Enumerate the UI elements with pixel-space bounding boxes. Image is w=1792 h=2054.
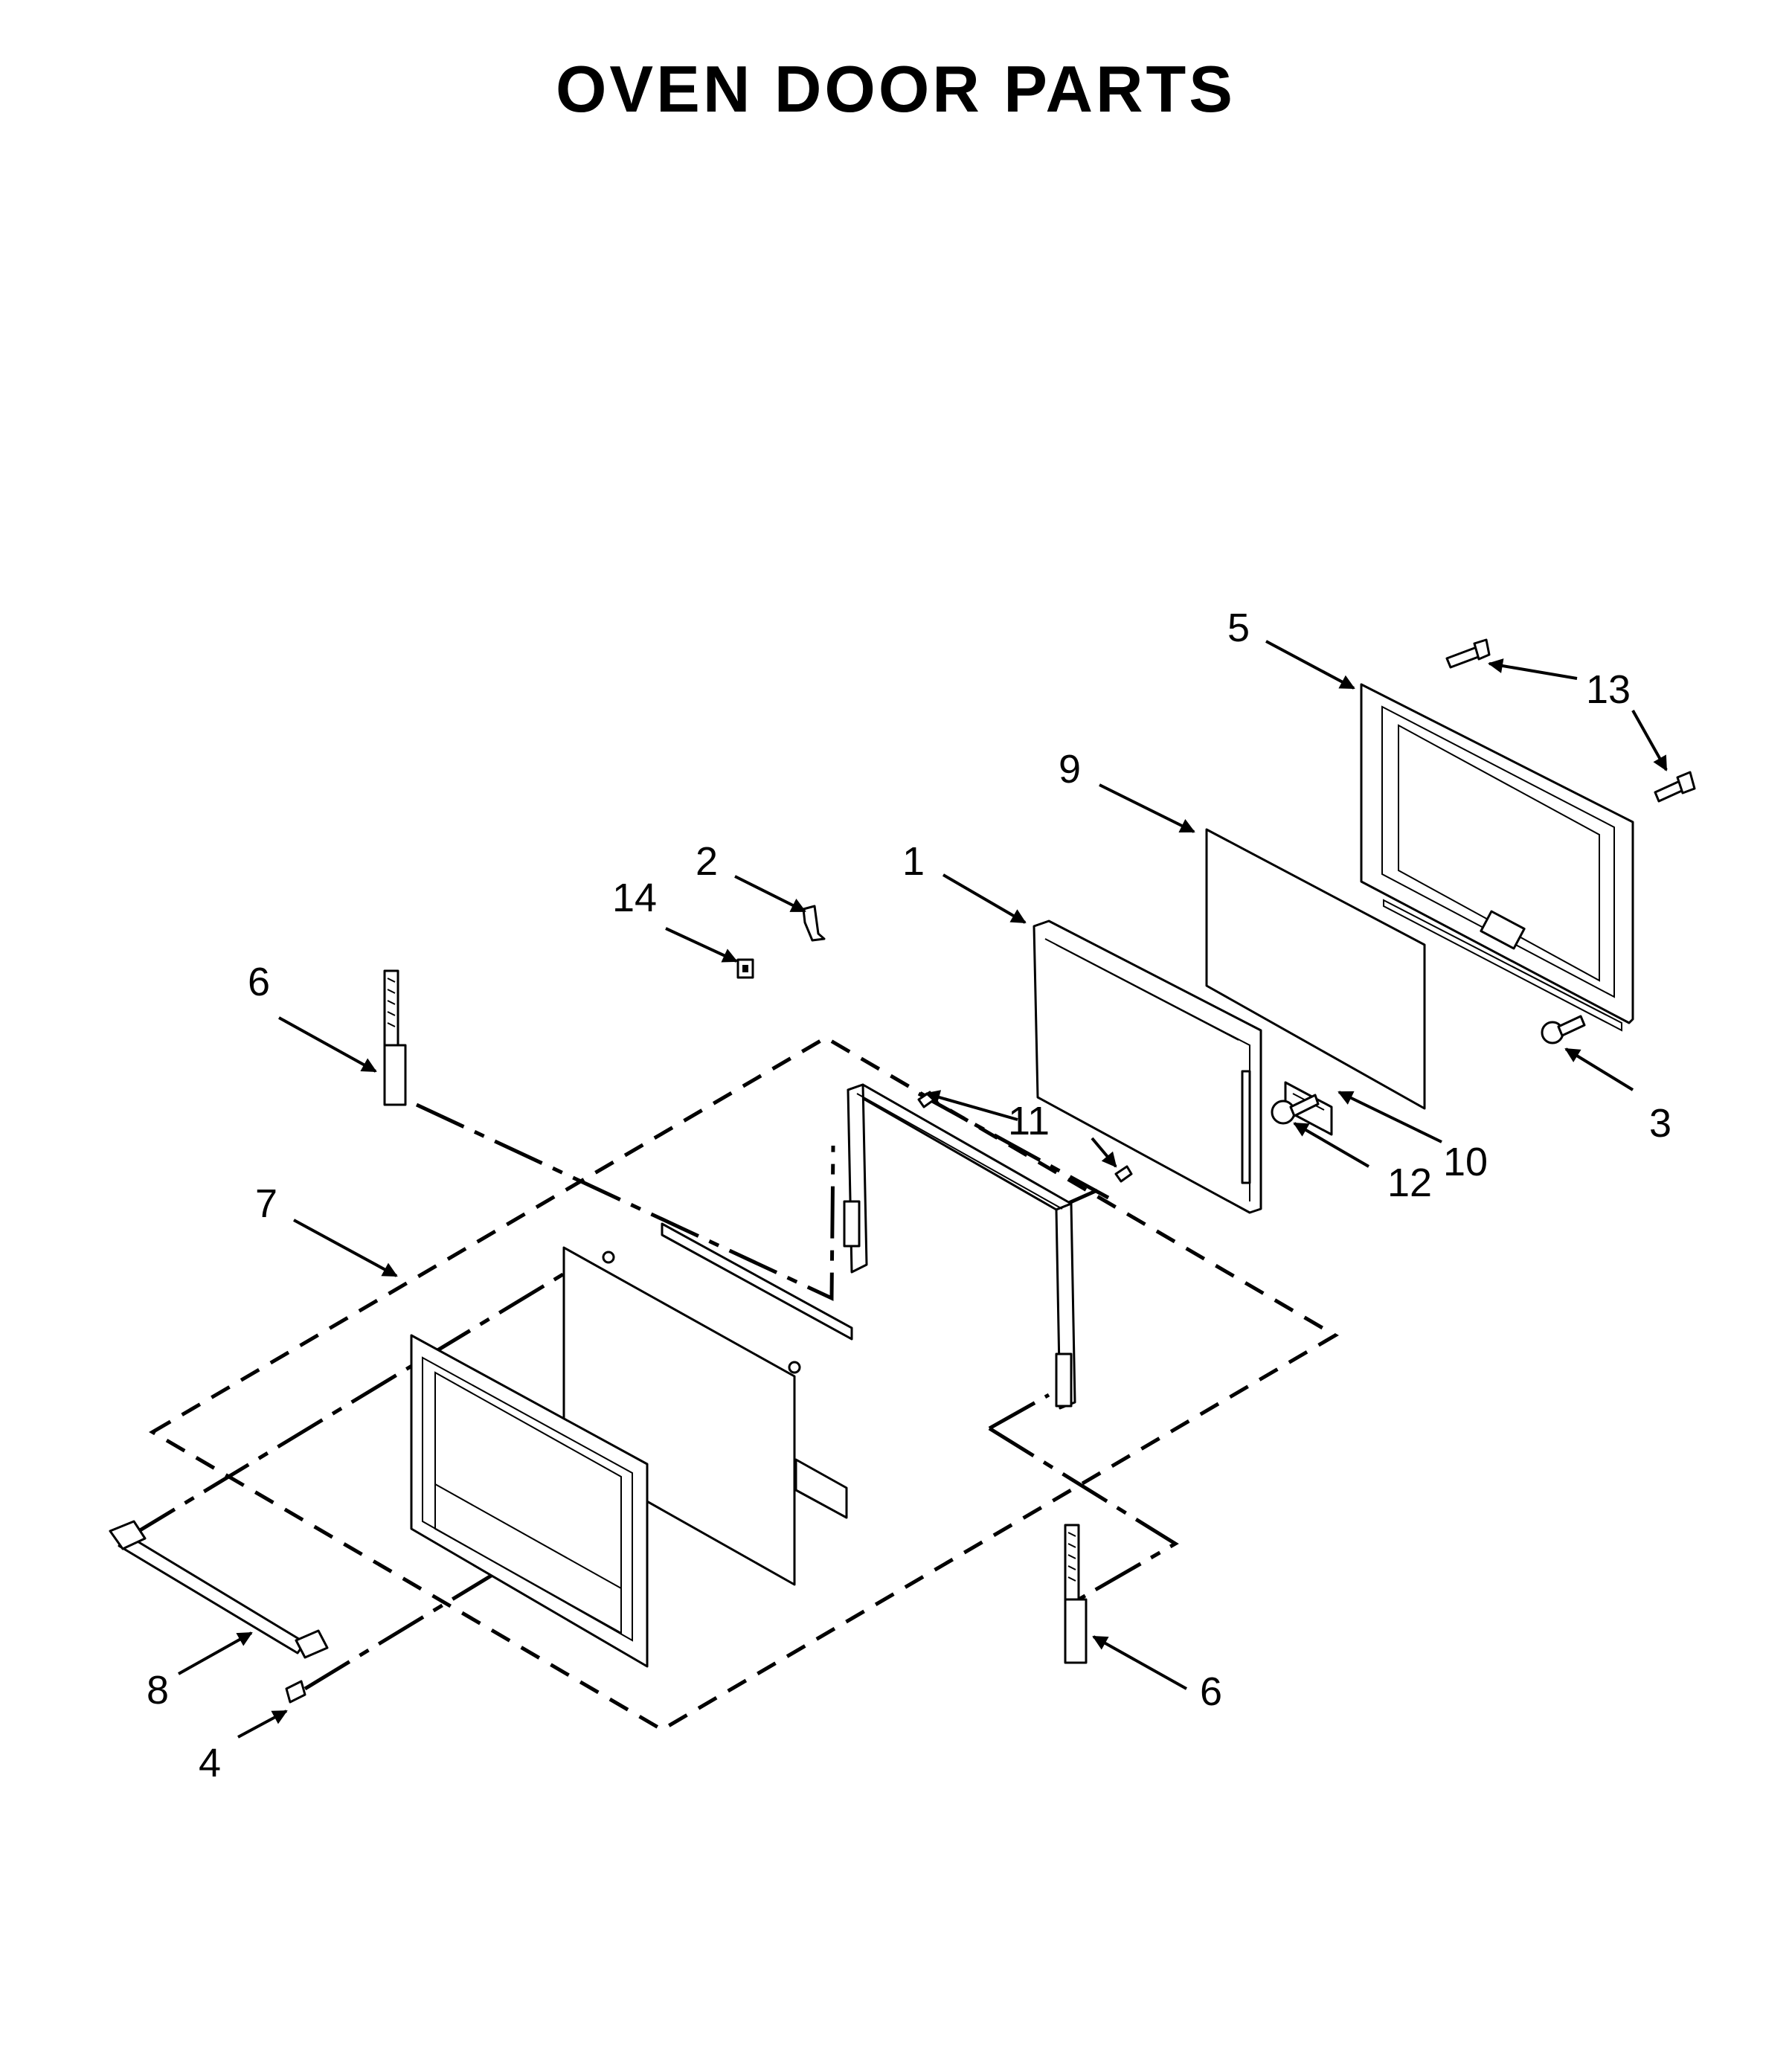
callout-2: 2 <box>696 839 718 884</box>
part-9-glass-panel <box>1205 828 1426 1110</box>
callout-7: 7 <box>255 1181 277 1226</box>
assembly-lines <box>129 1091 1179 1691</box>
page-title: OVEN DOOR PARTS <box>556 52 1236 126</box>
callout-6-bottom: 6 <box>1200 1669 1222 1714</box>
part-13-screws <box>1445 638 1696 803</box>
callout-12: 12 <box>1387 1161 1432 1205</box>
part-4-clip <box>285 1680 306 1704</box>
part-6-hinge-top <box>383 969 407 1106</box>
callout-labels: 1 2 3 4 5 6 6 7 8 9 10 11 12 13 14 <box>147 606 1671 1785</box>
part-3-screw <box>1541 1015 1586 1044</box>
callout-5: 5 <box>1227 606 1250 650</box>
part-6-hinge-bottom <box>1064 1524 1088 1664</box>
callout-3: 3 <box>1649 1101 1671 1146</box>
outer-door-panel <box>410 1334 649 1668</box>
part-8-handle <box>109 1520 329 1659</box>
part-5-door-frame <box>1360 683 1634 1032</box>
door-frame-channel <box>843 1083 1076 1410</box>
callout-1: 1 <box>902 839 925 884</box>
callout-6-top: 6 <box>248 960 270 1004</box>
callout-8: 8 <box>147 1668 169 1713</box>
callout-11: 11 <box>1008 1099 1050 1143</box>
callout-arrows <box>178 640 1668 1739</box>
assembly-outline <box>149 1036 1339 1732</box>
callout-13: 13 <box>1586 667 1631 712</box>
part-1-inner-liner <box>1033 920 1262 1214</box>
callout-10: 10 <box>1443 1140 1488 1184</box>
callout-4: 4 <box>199 1741 221 1785</box>
part-14-clip <box>736 958 754 979</box>
inner-glass-panel <box>562 1222 853 1586</box>
part-2-clip <box>802 905 826 942</box>
callout-9: 9 <box>1059 747 1081 792</box>
part-12-screw <box>1271 1094 1320 1125</box>
callout-14: 14 <box>612 876 657 920</box>
